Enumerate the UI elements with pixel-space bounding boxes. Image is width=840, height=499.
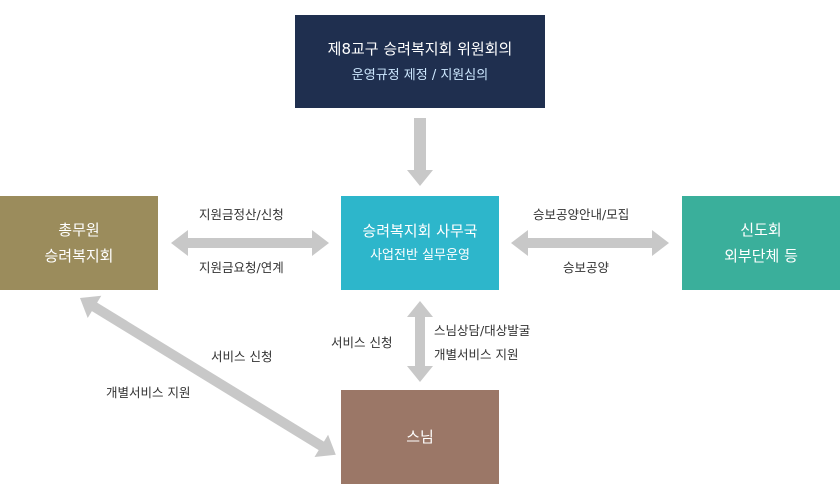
believers-line1: 신도회 — [740, 221, 782, 239]
admin-line2: 승려복지회 — [44, 247, 114, 265]
label-admin-bottom: 지원금요청/연계 — [199, 260, 284, 275]
admin-line1: 총무원 — [58, 221, 100, 239]
monks-title: 스님 — [406, 428, 434, 446]
arrow-office-monks — [407, 301, 433, 382]
monks-box: 스님 — [341, 390, 499, 484]
office-subtitle: 사업전반 실무운영 — [370, 248, 470, 263]
label-monks-left: 서비스 신청 — [331, 335, 393, 350]
office-title: 승려복지회 사무국 — [362, 222, 478, 240]
committee-subtitle: 운영규정 제정 / 지원심의 — [351, 67, 489, 83]
label-believers-top: 승보공양안내/모집 — [533, 207, 630, 222]
believers-line2: 외부단체 등 — [724, 247, 798, 265]
label-diag-top: 서비스 신청 — [211, 349, 273, 364]
arrow-admin-monks — [80, 295, 336, 457]
label-monks-right-2: 개별서비스 지원 — [434, 347, 519, 362]
believers-box: 신도회 외부단체 등 — [682, 196, 840, 290]
committee-title: 제8교구 승려복지회 위원회의 — [327, 39, 513, 58]
label-diag-bottom: 개별서비스 지원 — [106, 385, 191, 400]
admin-box: 총무원 승려복지회 — [0, 196, 158, 290]
arrow-admin-office — [171, 230, 329, 256]
arrow-committee-to-office — [407, 118, 433, 186]
office-box: 승려복지회 사무국 사업전반 실무운영 — [341, 196, 499, 290]
label-admin-top: 지원금정산/신청 — [199, 207, 284, 222]
label-monks-right-1: 스님상담/대상발굴 — [434, 323, 531, 338]
label-believers-bottom: 승보공양 — [563, 260, 610, 275]
committee-box: 제8교구 승려복지회 위원회의 운영규정 제정 / 지원심의 — [295, 15, 545, 108]
arrow-office-believers — [511, 230, 669, 256]
